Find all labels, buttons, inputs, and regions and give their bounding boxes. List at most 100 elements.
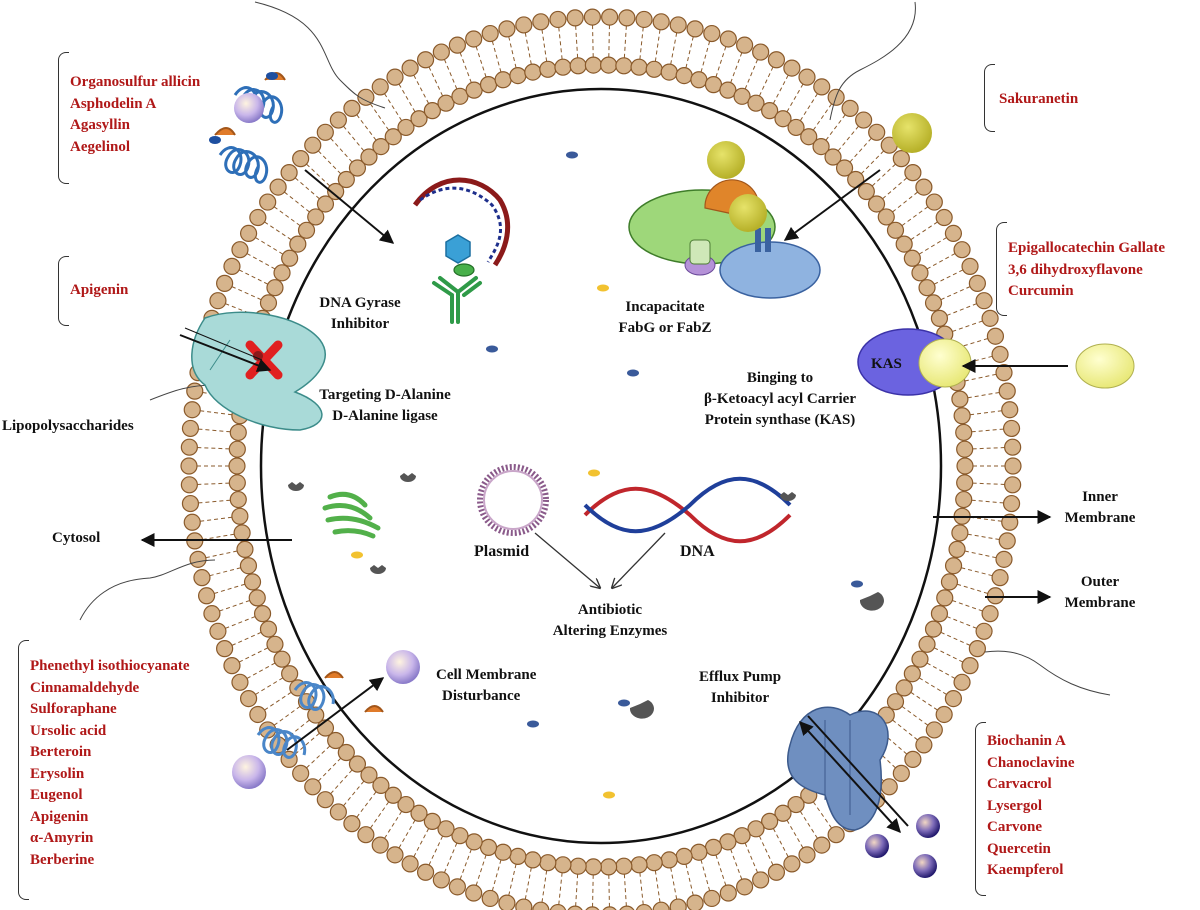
lipid-tail [246,662,276,679]
dna-helix-icon [583,476,792,544]
compound-name: α-Amyrin [30,830,94,846]
lipid-head [956,474,974,492]
lipid-head [998,532,1016,550]
lipid-head [259,620,278,638]
lipid-head [515,16,533,34]
lipid-head [236,540,254,558]
lipid-head [228,474,246,492]
lipid-head [273,650,291,668]
lipid-tail [294,177,320,200]
lipid-head [249,208,267,227]
golgi-icon [322,491,381,539]
lipid-head [180,438,198,456]
lipid-head [703,889,721,908]
lipid-tail [933,647,964,663]
lipid-tail [200,516,232,522]
lipid-head [955,490,973,509]
lipid-tail [892,719,918,741]
lipid-tail [541,29,548,62]
lipid-tail [971,428,1004,433]
lipid-tail [398,83,416,113]
lipid-head [940,573,959,591]
lipid-head [448,36,466,54]
plasmid-icon [477,464,549,536]
lipid-head [423,102,441,120]
lipid-head [951,524,969,542]
lipid-tail [940,631,971,646]
lipid-tail [491,41,502,73]
lipid-head [372,776,390,795]
lipid-tail [443,59,458,90]
lipid-tail [918,237,947,255]
lipid-head [584,858,602,876]
lipid-tail [967,533,1000,541]
lipid-head [995,364,1013,382]
lipid-head [307,706,325,724]
lipid-tail [508,864,517,896]
lipid-tail [961,567,993,577]
lipid-head [228,440,246,458]
compound-name: Apigenin [70,282,129,298]
lipid-head [337,170,355,189]
compound-name: Berteroin [30,744,92,760]
lipid-head [481,24,499,43]
lipid-head [975,292,993,310]
lipid-head [956,440,974,458]
lipid-head [216,640,234,658]
lipid-tail [952,600,983,612]
compound-name: Ursolic acid [30,722,107,739]
lipid-head [223,257,241,275]
lipid-tail [330,137,353,163]
lipid-head [733,827,751,845]
bracket-top-right [984,64,995,132]
lipid-head [289,235,307,253]
lipid-tail [946,616,977,629]
lipid-tail [654,29,661,62]
lipid-head [1004,457,1022,475]
lipid-head [180,476,198,494]
lipid-tail [317,757,342,782]
lipid-head [986,327,1005,345]
kas-ligand [918,338,972,388]
lipid-head [316,195,335,213]
lipid-head [935,705,953,724]
compound-name: Sakuranetin [999,91,1079,107]
bracket-bottom-left [18,640,29,900]
lipid-tail [967,391,1000,399]
lipid-head [1001,513,1019,531]
lipid-head [554,58,572,76]
lipid-head [266,635,284,653]
lipid-head [401,855,419,873]
lipid-head [635,10,653,29]
lipid-tail [306,745,331,769]
lipid-head [951,390,969,408]
lipid-tail [799,93,818,121]
compound-name: Quercetin [987,840,1051,857]
lipid-head [690,843,708,861]
compound-name: Eugenol [30,787,83,803]
lipid-head [554,856,572,874]
lipid-head [813,78,831,96]
lipid-tail [459,52,472,83]
lipid-head [416,863,435,881]
lipid-tail [524,32,532,65]
lipid-head [675,66,693,85]
lipid-head [704,838,723,856]
lipid-head [660,851,678,869]
lipid-head [249,705,267,724]
lipid-head [515,898,533,910]
lipid-head [479,838,498,856]
lipid-head [774,110,792,128]
lipid-tail [273,206,301,227]
lipid-tail [940,286,971,301]
compound-name: Aegelinol [70,138,130,155]
lipid-tail [956,583,988,594]
lipid-head [209,622,227,640]
compound-name: Cinnamaldehyde [30,679,140,696]
lipid-head [824,148,842,166]
lipid-head [787,118,805,137]
lipid-head [465,833,483,851]
lipid-head [566,9,584,27]
